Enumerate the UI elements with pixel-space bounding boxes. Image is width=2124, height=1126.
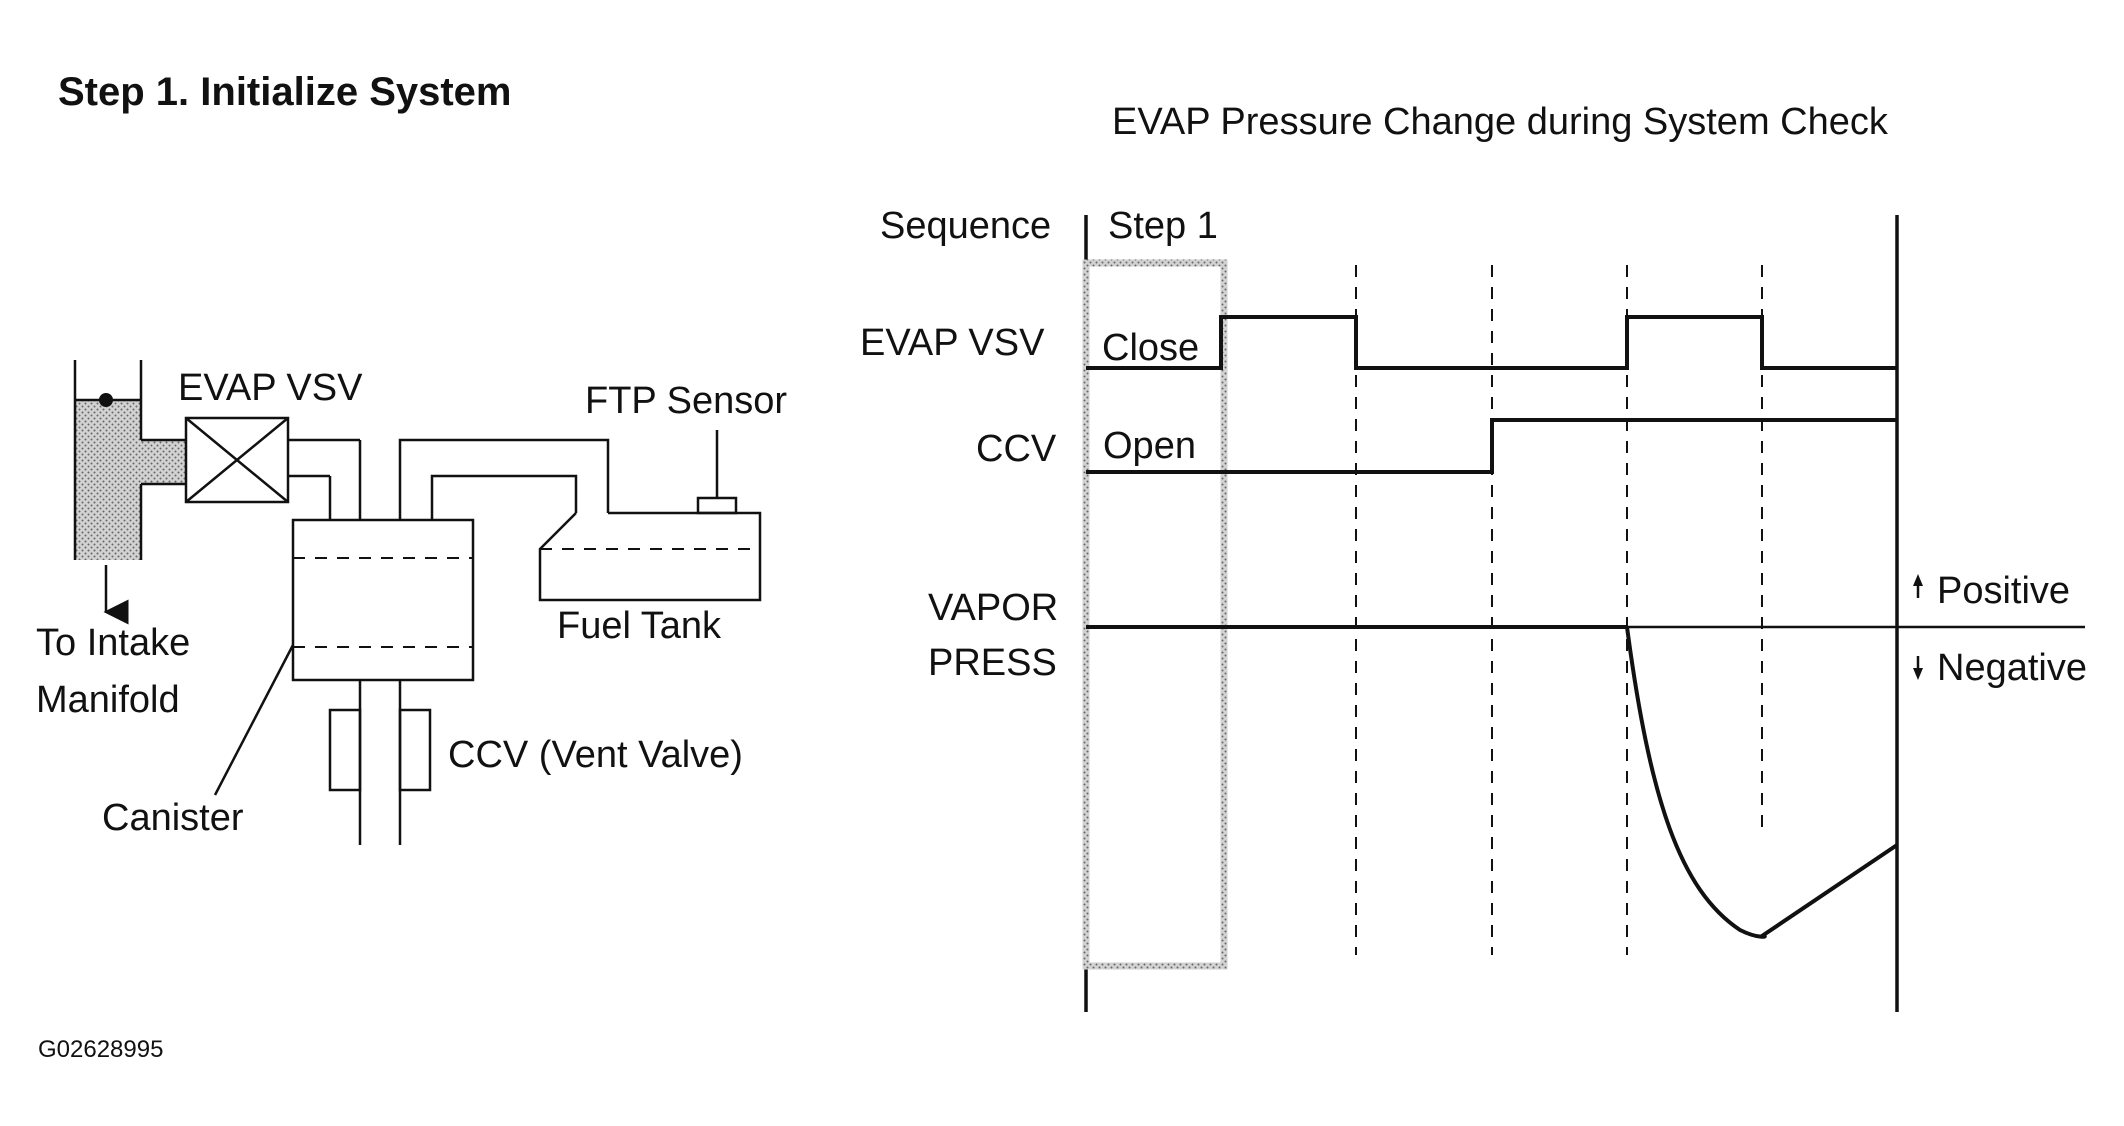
row-label-sequence: Sequence [880,205,1051,247]
fuel-tank-label: Fuel Tank [557,605,722,647]
step-1-label: Step 1 [1108,205,1218,247]
evap-vsv-label: EVAP VSV [178,367,363,409]
canister [291,518,475,682]
ccv-signal [1086,418,1897,474]
chart-title: EVAP Pressure Change during System Check [1112,101,1889,143]
intake-manifold-pipe [75,400,141,560]
ftp-sensor-label: FTP Sensor [585,380,787,422]
ccv-vent-valve-left [328,708,362,792]
evap-vsv-state-label: Close [1102,327,1199,369]
negative-label: Negative [1937,647,2087,689]
connection-dot [99,393,113,407]
row-label-ccv: CCV [976,428,1057,470]
intake-branch-pipe [141,440,186,484]
to-intake-label: To Intake [36,622,190,664]
fuel-tank [538,511,762,602]
figure-id: G02628995 [38,1036,163,1063]
manifold-label: Manifold [36,679,180,721]
step-1-highlight [1082,259,1228,970]
row-label-press: PRESS [928,642,1057,684]
ccv-vent-valve-label: CCV (Vent Valve) [448,734,743,776]
arrow-down-icon [1913,668,1923,680]
ccv-state-label: Open [1103,425,1196,467]
ccv-vent-valve-right [398,708,432,792]
evap-vsv-valve [184,416,290,504]
canister-label: Canister [102,797,244,839]
row-label-vapor: VAPOR [928,587,1058,629]
evap-system-diagram [73,360,762,845]
arrow-up-icon [1913,574,1923,586]
positive-label: Positive [1937,570,2070,612]
ftp-sensor [696,496,738,515]
timing-chart [1082,215,2085,1012]
row-label-evap-vsv: EVAP VSV [860,322,1045,364]
step-title: Step 1. Initialize System [58,70,512,114]
evap-vsv-signal [1086,315,1897,370]
vapor-press-signal-drop [1625,626,1899,939]
